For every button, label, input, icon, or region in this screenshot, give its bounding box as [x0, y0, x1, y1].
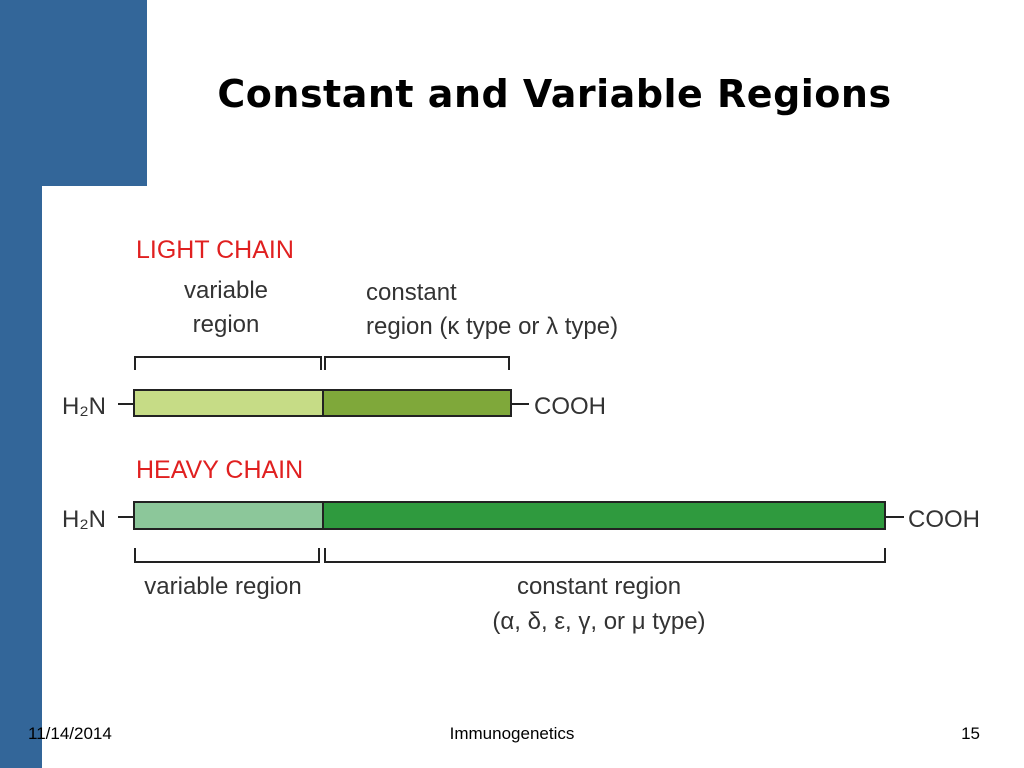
- light-c-terminus: COOH: [534, 393, 606, 420]
- light-constant-label-line1: constant: [366, 279, 457, 306]
- heavy-constant-label-line1: constant region: [517, 573, 681, 600]
- heavy-n-terminus: H₂N: [62, 506, 106, 533]
- light-n-terminus: H₂N: [62, 393, 106, 420]
- heavy-constant-label-line2: (α, δ, ε, γ, or μ type): [492, 608, 705, 635]
- antibody-chain-diagram: LIGHT CHAIN variable region constant reg…: [62, 236, 980, 635]
- light-variable-bracket: [134, 356, 322, 370]
- heavy-constant-region-bar: [322, 501, 886, 530]
- heavy-c-terminus: COOH: [908, 506, 980, 533]
- slide-title: Constant and Variable Regions: [217, 72, 892, 116]
- light-variable-region-bar: [133, 389, 324, 417]
- light-variable-label-line1: variable: [184, 277, 268, 304]
- heavy-variable-label: variable region: [144, 573, 301, 600]
- heavy-constant-bracket: [324, 548, 886, 563]
- light-constant-label-line2: region (κ type or λ type): [366, 313, 618, 340]
- slide-number: 15: [961, 724, 980, 743]
- corner-block: [0, 0, 147, 186]
- light-chain-label: LIGHT CHAIN: [136, 236, 294, 264]
- footer-date: 11/14/2014: [28, 724, 112, 743]
- light-variable-label-line2: region: [193, 311, 260, 338]
- footer-title: Immunogenetics: [449, 724, 575, 743]
- heavy-variable-bracket: [134, 548, 320, 563]
- heavy-variable-region-bar: [133, 501, 324, 530]
- light-constant-region-bar: [322, 389, 512, 417]
- heavy-chain-label: HEAVY CHAIN: [136, 456, 303, 484]
- light-constant-bracket: [324, 356, 510, 370]
